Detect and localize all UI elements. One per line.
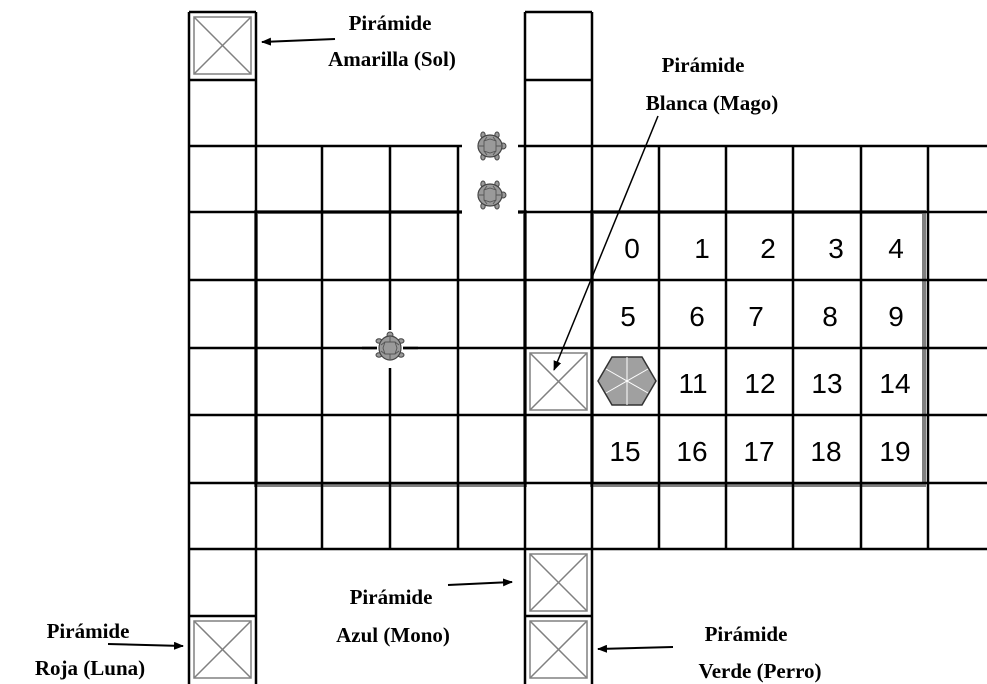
label-verde: Pirámide Verde (Perro) bbox=[698, 622, 821, 683]
label-azul: Pirámide Azul (Mono) bbox=[336, 585, 450, 647]
cell-number: 16 bbox=[676, 436, 707, 467]
label-blanca-line1: Pirámide bbox=[662, 53, 745, 77]
label-verde-line2: Verde (Perro) bbox=[698, 659, 821, 683]
label-amarilla: Pirámide Amarilla (Sol) bbox=[328, 11, 456, 71]
grid bbox=[189, 12, 987, 684]
arrow-azul bbox=[448, 582, 512, 585]
arrow-roja bbox=[108, 644, 183, 646]
label-roja-line1: Pirámide bbox=[47, 619, 130, 643]
turtle-icon bbox=[462, 131, 518, 161]
cell-number: 17 bbox=[743, 436, 774, 467]
label-blanca: Pirámide Blanca (Mago) bbox=[646, 53, 778, 115]
cell-number: 11 bbox=[678, 368, 707, 399]
hexagon-icon bbox=[598, 357, 656, 405]
turtle-icon bbox=[462, 181, 518, 226]
cell-number: 4 bbox=[888, 233, 904, 264]
arrow-blanca bbox=[554, 116, 658, 370]
label-azul-line2: Azul (Mono) bbox=[336, 623, 450, 647]
label-verde-line1: Pirámide bbox=[705, 622, 788, 646]
pyramid-icon bbox=[530, 621, 587, 678]
cell-number: 3 bbox=[828, 233, 844, 264]
label-azul-line1: Pirámide bbox=[350, 585, 433, 609]
cell-number: 2 bbox=[760, 233, 776, 264]
numbers-grid: 0 1 2 3 4 5 6 7 8 9 11 12 13 14 15 16 17… bbox=[609, 233, 910, 467]
label-blanca-line2: Blanca (Mago) bbox=[646, 91, 778, 115]
cell-number: 14 bbox=[879, 368, 910, 399]
pyramid-icon bbox=[194, 17, 251, 74]
label-roja: Pirámide Roja (Luna) bbox=[35, 619, 145, 680]
cell-number: 18 bbox=[810, 436, 841, 467]
label-amarilla-line1: Pirámide bbox=[349, 11, 432, 35]
cell-number: 8 bbox=[822, 301, 838, 332]
label-roja-line2: Roja (Luna) bbox=[35, 656, 145, 680]
cell-number: 1 bbox=[694, 233, 710, 264]
label-amarilla-line2: Amarilla (Sol) bbox=[328, 47, 456, 71]
cell-number: 5 bbox=[620, 301, 636, 332]
pyramid-icon bbox=[194, 621, 251, 678]
cell-number: 13 bbox=[811, 368, 842, 399]
cell-number: 19 bbox=[879, 436, 910, 467]
arrow-amarilla bbox=[262, 39, 335, 42]
cell-number: 12 bbox=[744, 368, 775, 399]
cell-number: 7 bbox=[748, 301, 764, 332]
cell-number: 9 bbox=[888, 301, 904, 332]
cell-number: 6 bbox=[689, 301, 705, 332]
turtle-icon bbox=[362, 330, 418, 368]
cell-number: 15 bbox=[609, 436, 640, 467]
pyramid-icon bbox=[530, 554, 587, 611]
cell-number: 0 bbox=[624, 233, 640, 264]
arrow-verde bbox=[598, 647, 673, 649]
pyramid-icon bbox=[530, 353, 587, 410]
